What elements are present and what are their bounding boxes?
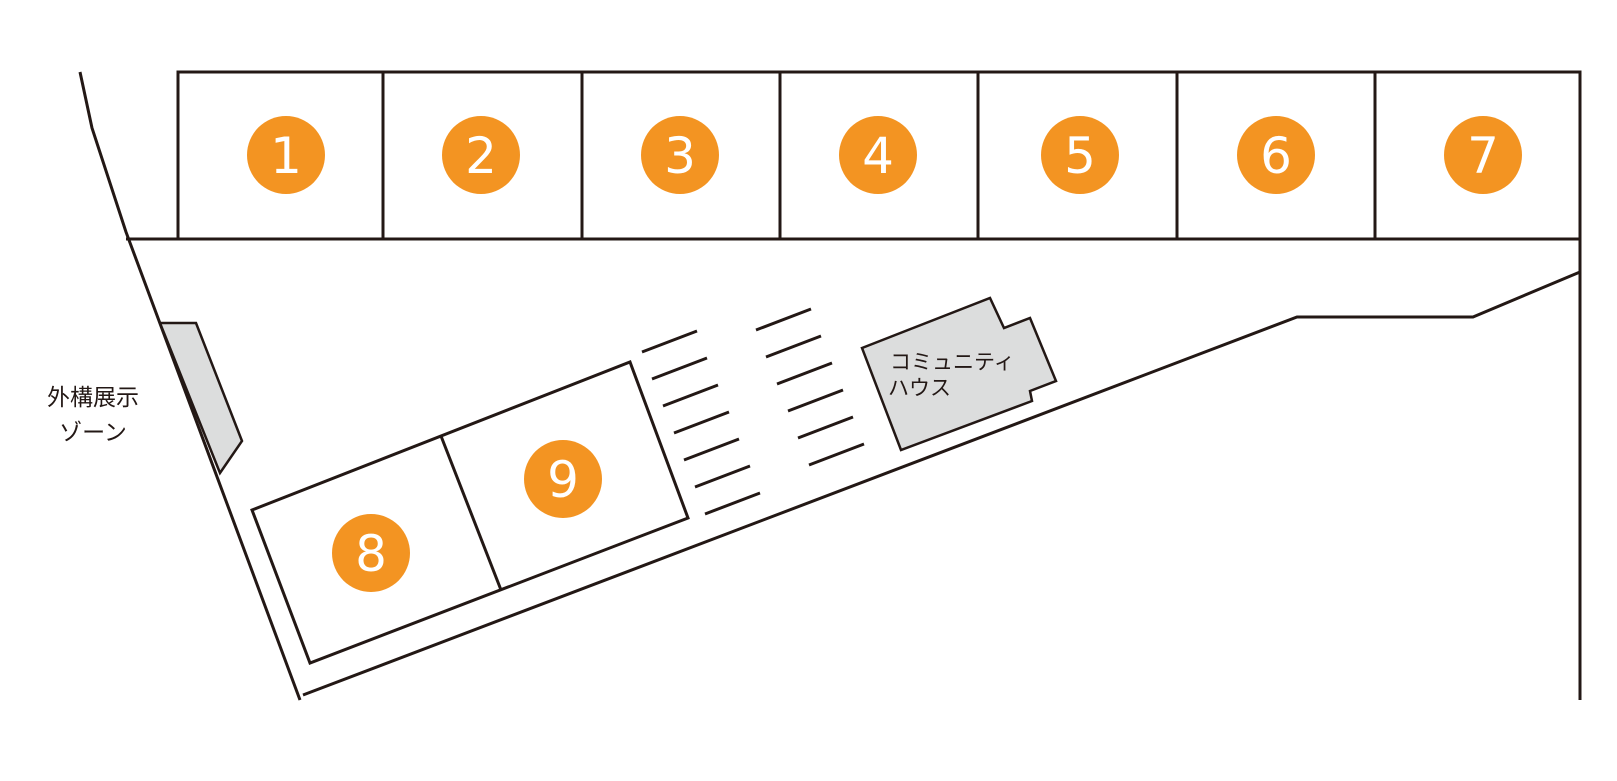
exterior-zone-label-line2: ゾーン [59,420,127,446]
lot-number: 2 [465,127,497,185]
lot-number: 9 [547,451,579,509]
lot-block-8-9 [250,360,690,665]
lot-number: 6 [1260,127,1292,185]
community-house-label-line2: ハウス [888,376,951,400]
parking-stripe [797,415,854,440]
parking-stripe [704,491,761,516]
exterior-zone-label-line1: 外構展示 [47,385,139,411]
parking-stripe [765,334,822,359]
community-house-label-line1: コミュニティ [890,350,1015,374]
lot-marker-6[interactable]: 6 [1237,116,1315,194]
lot-number: 5 [1064,127,1096,185]
lot-marker-7[interactable]: 7 [1444,116,1522,194]
lot-marker-2[interactable]: 2 [442,116,520,194]
boundary-line-left [78,71,302,701]
parking-stripe [662,383,719,408]
lot-number: 1 [270,127,302,185]
lot-marker-1[interactable]: 1 [247,116,325,194]
lot-marker-3[interactable]: 3 [641,116,719,194]
parking-area [641,307,865,516]
lot-marker-9[interactable]: 9 [524,440,602,518]
community-house-building [860,296,1058,452]
lot-marker-4[interactable]: 4 [839,116,917,194]
lot-number: 7 [1467,127,1499,185]
parking-stripe [787,388,844,413]
lot-marker-8[interactable]: 8 [332,514,410,592]
lot-divider [439,435,503,591]
parking-stripe [808,442,865,467]
parking-stripe [673,410,730,435]
parking-stripe [776,361,833,386]
parking-stripe [694,464,751,489]
road-edge-bottom [302,270,1581,697]
lot-number: 8 [355,525,387,583]
lot-number: 4 [862,127,894,185]
parking-stripe [683,437,740,462]
lot-number: 3 [664,127,696,185]
lot-marker-5[interactable]: 5 [1041,116,1119,194]
exterior-display-zone [158,321,244,476]
parking-stripe [755,307,812,332]
parking-stripe [641,329,698,354]
parking-stripe [651,356,708,381]
